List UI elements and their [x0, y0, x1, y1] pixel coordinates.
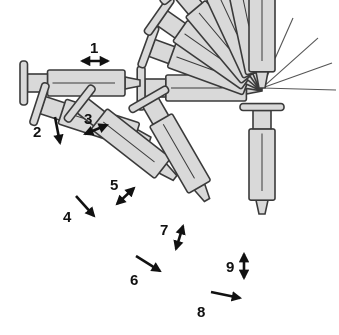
arrow-5	[117, 188, 134, 204]
step-label-4: 4	[63, 209, 72, 226]
step-label-7: 7	[160, 222, 168, 239]
step-label-6: 6	[130, 272, 138, 289]
step-label-2: 2	[33, 124, 41, 141]
arrow-7	[176, 226, 183, 249]
step-label-8: 8	[197, 304, 205, 321]
step-label-1: 1	[90, 40, 98, 57]
step-label-5: 5	[110, 177, 118, 194]
syringe-group	[20, 0, 284, 214]
arrow-6	[136, 256, 160, 271]
step-label-3: 3	[84, 111, 92, 128]
step-label-9: 9	[226, 259, 234, 276]
syringe-step-8	[240, 104, 284, 214]
arrow-4	[76, 196, 94, 216]
arrow-8	[211, 292, 240, 298]
